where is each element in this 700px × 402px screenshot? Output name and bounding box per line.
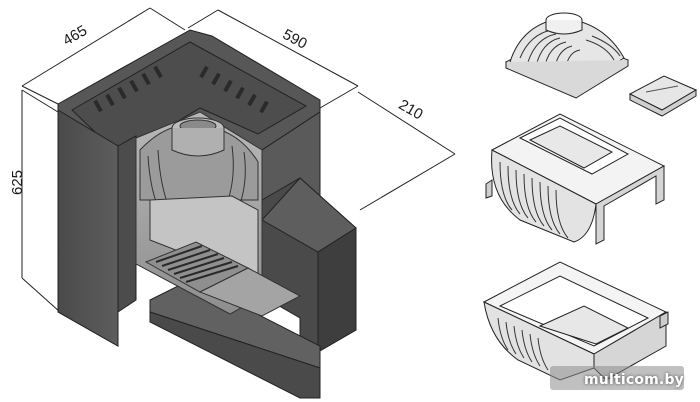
exploded-firebox-tray-part [482,261,669,381]
width-dimension-label: 465 [60,22,90,49]
dimension-lines [21,7,456,313]
exploded-plate-part [628,75,698,117]
watermark-backing [550,366,684,390]
top-vent-slots [93,65,269,114]
height-dimension-label: 625 [9,170,26,195]
stove-body [57,29,357,399]
exploded-dome-part [504,12,630,99]
width-dimension-line [21,7,151,87]
exploded-heat-exchanger-part [485,113,666,245]
extension-dimension-line [357,91,456,155]
depth-dimension-line [217,9,359,87]
watermark: multicom.by [583,372,684,388]
firebox-interior [135,111,302,317]
depth-dimension-label: 590 [280,26,310,53]
